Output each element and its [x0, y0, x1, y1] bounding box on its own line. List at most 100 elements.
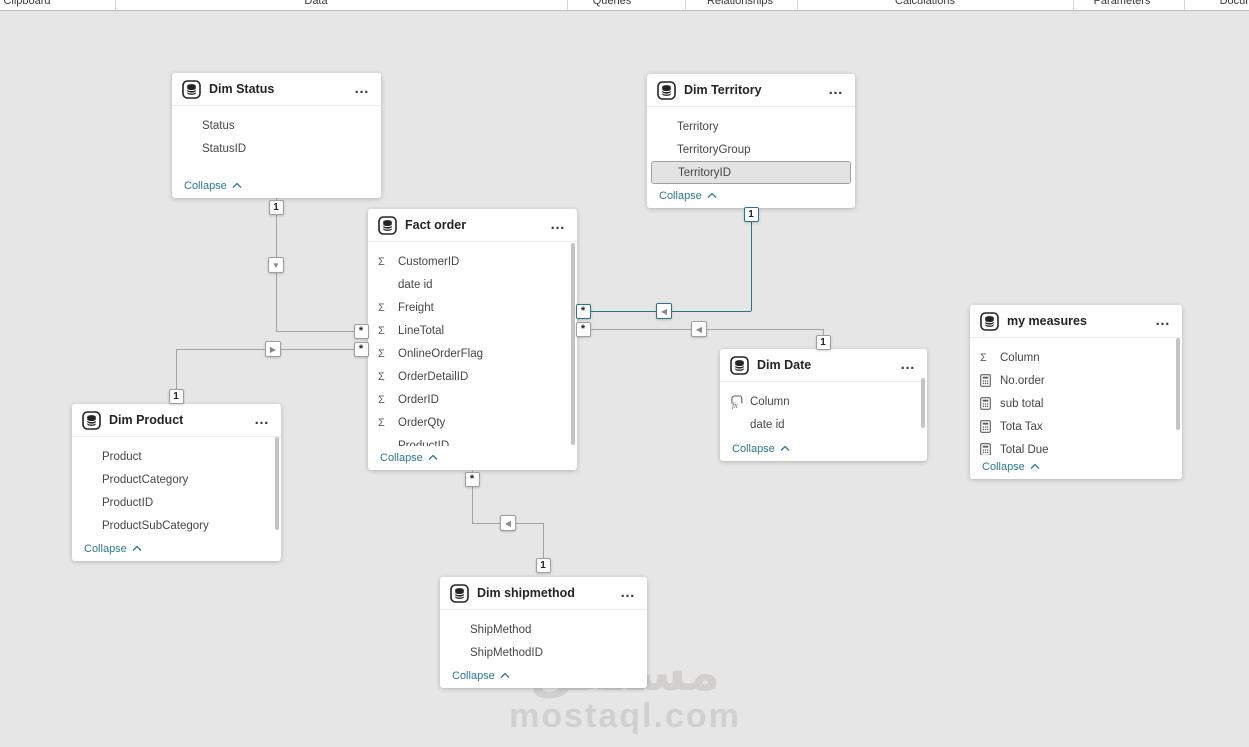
- field-row[interactable]: Product: [72, 445, 281, 468]
- field-label: ShipMethodID: [470, 646, 543, 659]
- table-card-header[interactable]: my measures …: [970, 305, 1182, 338]
- more-options-button[interactable]: …: [354, 80, 370, 97]
- collapse-link[interactable]: Collapse: [380, 452, 438, 464]
- field-row[interactable]: ProductCategory: [72, 468, 281, 491]
- table-card-header[interactable]: Dim Product …: [72, 404, 281, 437]
- field-row[interactable]: StatusID: [172, 137, 381, 160]
- sigma-icon: Σ: [378, 347, 385, 360]
- collapse-label: Collapse: [84, 543, 127, 555]
- more-options-button[interactable]: …: [1155, 312, 1171, 329]
- field-row[interactable]: ShipMethod: [440, 618, 647, 641]
- more-options-button[interactable]: …: [620, 584, 636, 601]
- collapse-label: Collapse: [452, 670, 495, 682]
- collapse-link[interactable]: Collapse: [84, 543, 142, 555]
- ribbon-group-clipboard[interactable]: Clipboard: [3, 0, 51, 7]
- fx-column-icon: fx: [730, 394, 750, 409]
- cardinality-many-marker[interactable]: *: [575, 303, 591, 319]
- relationship-line-selected[interactable]: [750, 221, 752, 311]
- cardinality-one-marker[interactable]: 1: [268, 199, 284, 215]
- field-row[interactable]: ProductID: [72, 491, 281, 514]
- ribbon-group-queries[interactable]: Queries: [592, 0, 632, 7]
- cardinality-one-marker[interactable]: 1: [535, 557, 551, 573]
- field-row[interactable]: ShipMethodID: [440, 641, 647, 664]
- scrollbar[interactable]: [1176, 338, 1180, 430]
- ribbon-group-calculations[interactable]: Calculations: [895, 0, 955, 7]
- filter-direction-arrow-icon[interactable]: ◀: [500, 515, 516, 531]
- table-card-header[interactable]: Dim Status …: [172, 73, 381, 106]
- field-row-selected[interactable]: TerritoryID: [651, 161, 851, 184]
- collapse-link[interactable]: Collapse: [732, 443, 790, 455]
- scrollbar[interactable]: [921, 378, 925, 428]
- collapse-label: Collapse: [732, 443, 775, 455]
- collapse-link[interactable]: Collapse: [184, 180, 242, 192]
- field-row[interactable]: date id: [368, 273, 577, 296]
- filter-direction-arrow-icon[interactable]: ▼: [268, 257, 284, 273]
- table-card-header[interactable]: Dim Date …: [720, 349, 927, 382]
- field-row[interactable]: sub total: [970, 392, 1182, 415]
- field-row[interactable]: ProductID: [368, 434, 577, 447]
- filter-direction-arrow-icon[interactable]: ▶: [265, 341, 281, 357]
- cardinality-one-marker[interactable]: 1: [815, 334, 831, 350]
- filter-direction-arrow-icon[interactable]: ◀: [656, 303, 672, 319]
- scrollbar[interactable]: [571, 243, 575, 445]
- field-row[interactable]: Tota Tax: [970, 415, 1182, 438]
- table-card-header[interactable]: Fact order …: [368, 209, 577, 242]
- cardinality-many-marker[interactable]: *: [575, 321, 591, 337]
- field-row[interactable]: Territory: [647, 115, 855, 138]
- sigma-icon: Σ: [378, 324, 385, 337]
- table-card-header[interactable]: Dim Territory …: [647, 74, 855, 107]
- field-row[interactable]: ProductSubCategory: [72, 514, 281, 537]
- field-label: TerritoryID: [678, 166, 732, 179]
- field-label: Product: [102, 450, 142, 463]
- field-row[interactable]: TerritoryGroup: [647, 138, 855, 161]
- scrollbar[interactable]: [275, 437, 279, 530]
- field-row[interactable]: Total Due: [970, 438, 1182, 455]
- more-options-button[interactable]: …: [550, 216, 566, 233]
- cardinality-many-marker[interactable]: *: [464, 471, 480, 487]
- ribbon-group-parameters[interactable]: Parameters: [1093, 0, 1151, 7]
- field-row[interactable]: No.order: [970, 369, 1182, 392]
- more-options-button[interactable]: …: [828, 81, 844, 98]
- field-label: Territory: [677, 120, 719, 133]
- cardinality-one-marker[interactable]: 1: [743, 206, 759, 222]
- more-options-button[interactable]: …: [254, 411, 270, 428]
- collapse-link[interactable]: Collapse: [452, 670, 510, 682]
- collapse-link[interactable]: Collapse: [659, 190, 717, 202]
- field-label: Status: [202, 119, 235, 132]
- field-row[interactable]: Status: [172, 114, 381, 137]
- cardinality-one-marker[interactable]: 1: [168, 388, 184, 404]
- table-title: Dim Product: [109, 413, 184, 427]
- more-options-button[interactable]: …: [900, 356, 916, 373]
- table-icon: [82, 410, 101, 430]
- cardinality-many-marker[interactable]: *: [353, 341, 369, 357]
- filter-direction-arrow-icon[interactable]: ◀: [691, 321, 707, 337]
- table-title: Dim Territory: [684, 83, 762, 97]
- relationship-line[interactable]: [542, 523, 544, 558]
- field-row[interactable]: date id: [720, 413, 927, 436]
- ribbon-group-data[interactable]: Data: [304, 0, 328, 7]
- calculator-icon: [980, 443, 1000, 455]
- cardinality-many-marker[interactable]: *: [353, 323, 369, 339]
- table-card-header[interactable]: Dim shipmethod …: [440, 577, 647, 610]
- collapse-link[interactable]: Collapse: [982, 461, 1040, 473]
- ribbon-group-relationships[interactable]: Relationships: [706, 0, 774, 7]
